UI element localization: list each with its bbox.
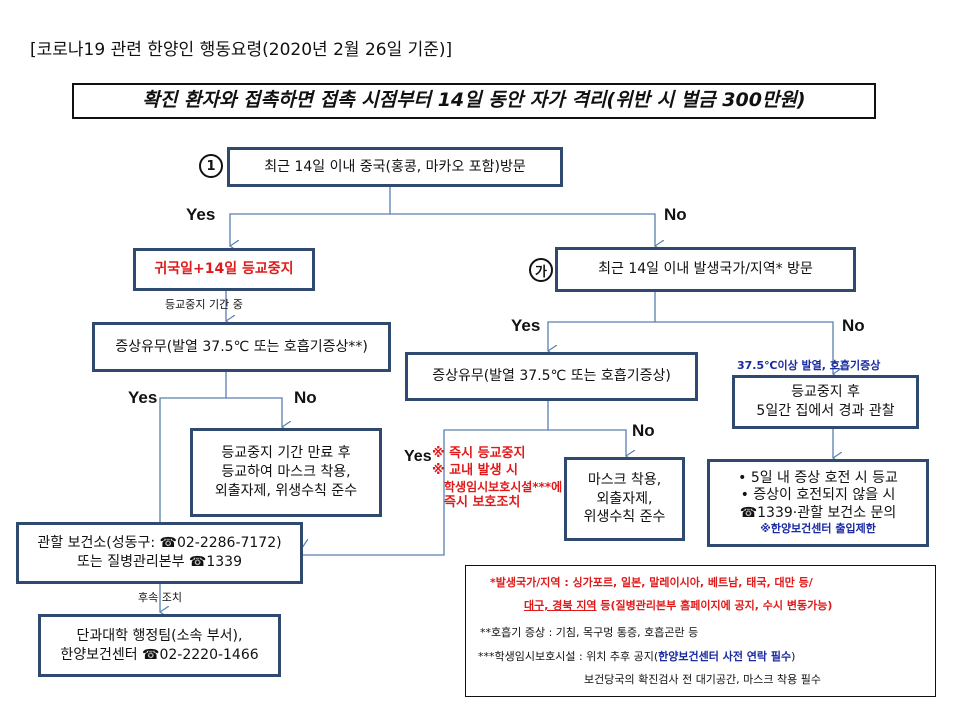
text-line: 관할 보건소(성동구: ☎02-2286-7172) [37, 535, 282, 552]
text-line: 5일 내 증상 호전 시 등교 [750, 469, 898, 486]
text-underlined: 대구, 경북 지역 [524, 599, 597, 612]
question-china-visit: 최근 14일 이내 중국(홍콩, 마카오 포함)방문 [227, 147, 563, 187]
observe-box: 등교중지 후 5일간 집에서 경과 관찰 [732, 375, 919, 429]
text-line: ※한양보건센터 출입제한 [760, 522, 876, 536]
text-line: 5일간 집에서 경과 관찰 [756, 403, 895, 419]
footnote-4: 보건당국의 확진검사 전 대기공간, 마스크 착용 필수 [584, 673, 821, 686]
no-label: No [664, 205, 687, 224]
right-followup-box: • 5일 내 증상 호전 시 등교 • 증상이 호전되지 않을 시 ☎1339·… [707, 459, 929, 547]
bullet-item: • 증상이 호전되지 않을 시 [740, 487, 896, 504]
footnotes-box: *발생국가/지역 : 싱가포르, 일본, 말레이시아, 베트남, 태국, 대만 … [465, 565, 936, 697]
during-label: 등교중지 기간 중 [165, 298, 243, 311]
footnote-1b: 대구, 경북 지역 등(질병관리본부 홈페이지에 공지, 수시 변동가능) [524, 599, 832, 613]
symptom-check-mid: 증상유무(발열 37.5℃ 또는 호흡기증상) [405, 352, 698, 401]
footnote-3: ***학생임시보호시설 : 위치 추후 공지(한양보건센터 사전 연락 필수) [478, 650, 795, 664]
text-line: ※ 즉시 등교중지 [432, 446, 526, 461]
text-line: ☎1339·관할 보건소 문의 [739, 504, 897, 521]
yes-label: Yes [128, 388, 158, 407]
text-line: ) [791, 650, 796, 663]
yes-label: Yes [511, 316, 541, 335]
symptom-check-left: 증상유무(발열 37.5℃ 또는 호흡기증상**) [92, 322, 391, 372]
footnote-2: **호흡기 증상 : 기침, 목구멍 통증, 호흡곤란 등 [480, 626, 699, 639]
text-line: 외출자제, [596, 490, 653, 507]
text-line: 등(질병관리본부 홈페이지에 공지, 수시 변동가능) [596, 599, 833, 612]
followup-label: 후속 조치 [138, 591, 182, 604]
mid-no-result: 마스크 착용, 외출자제, 위생수칙 준수 [564, 457, 685, 541]
yes-label: Yes [404, 448, 432, 465]
condition-label: 37.5℃이상 발열, 호흡기증상 [737, 359, 881, 372]
text-line: 등교중지 기간 만료 후 [221, 445, 351, 462]
text-line: 즉시 보호조치 [444, 495, 521, 511]
yes-label: Yes [186, 205, 216, 224]
text-line: 위생수칙 준수 [583, 509, 666, 526]
question-country-visit: 최근 14일 이내 발생국가/지역* 방문 [555, 247, 856, 292]
health-center-box: 관할 보건소(성동구: ☎02-2286-7172) 또는 질병관리본부 ☎133… [16, 522, 303, 584]
stop-school-box: 귀국일+14일 등교중지 [133, 248, 315, 291]
text-line: 증상이 호전되지 않을 시 [753, 487, 896, 504]
footnote-1: *발생국가/지역 : 싱가포르, 일본, 말레이시아, 베트남, 태국, 대만 … [490, 576, 813, 589]
text-line: 한양보건센터 사전 연락 필수 [658, 650, 792, 663]
headline-box: 확진 환자와 접촉하면 접촉 시점부터 14일 동안 자가 격리(위반 시 벌금… [72, 83, 876, 119]
text-line: ***학생임시보호시설 : 위치 추후 공지( [478, 650, 659, 663]
text-line: 또는 질병관리본부 ☎1339 [76, 554, 242, 570]
text-line: 한양보건센터 ☎02-2220-1466 [60, 646, 259, 663]
text-line: 등교중지 후 [791, 384, 860, 401]
bullet-item: • 5일 내 증상 호전 시 등교 [738, 469, 898, 486]
department-box: 단과대학 행정팀(소속 부서), 한양보건센터 ☎02-2220-1466 [38, 614, 281, 677]
no-label: No [842, 316, 865, 335]
page-title: [코로나19 관련 한양인 행동요령(2020년 2월 26일 기준)] [30, 40, 453, 60]
step-ga-marker: 가 [529, 258, 553, 282]
no-label: No [632, 421, 655, 440]
mid-yes-notes: ※ 즉시 등교중지 ※ 교내 발생 시 학생임시보호시설***에 즉시 보호조치 [432, 446, 562, 512]
text-line: 마스크 착용, [587, 471, 662, 488]
text-line: 외출자제, 위생수칙 준수 [214, 482, 358, 499]
text-line: 단과대학 행정팀(소속 부서), [76, 627, 243, 644]
text-line: ※ 교내 발생 시 [432, 462, 519, 478]
no-label: No [294, 388, 317, 407]
step-1-marker: 1 [199, 154, 223, 178]
text-line: 학생임시보호시설***에 [444, 479, 563, 494]
text-line: 등교하여 마스크 착용, [221, 464, 351, 481]
